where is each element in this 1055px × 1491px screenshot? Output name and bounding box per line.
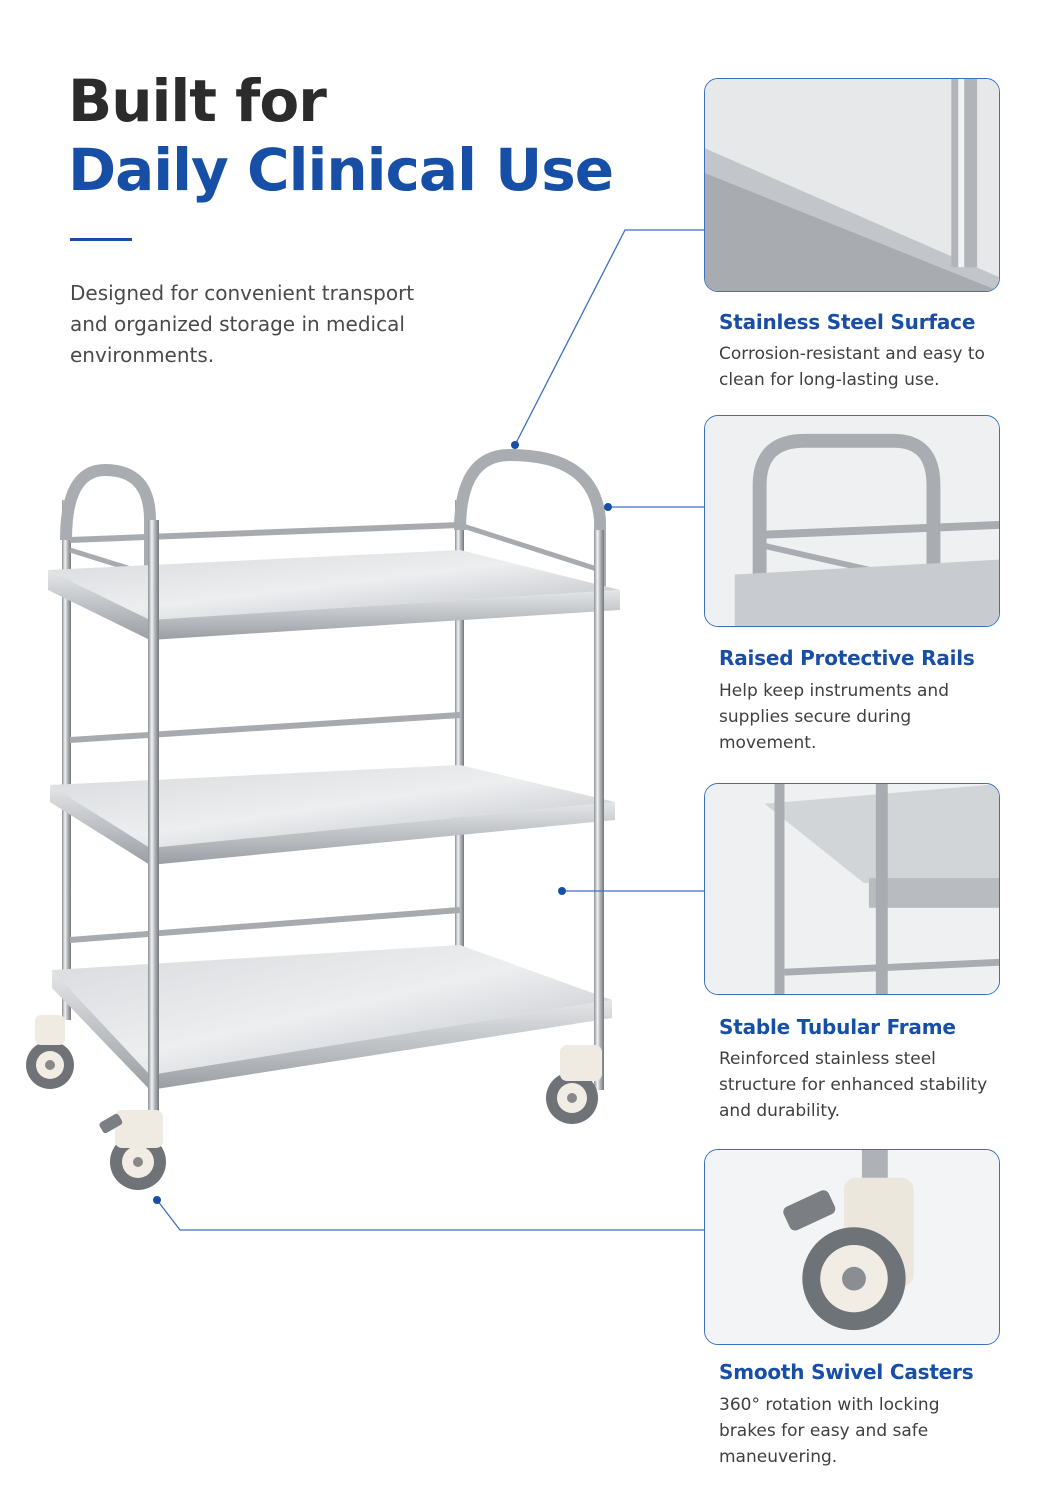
frame-closeup-icon xyxy=(705,784,999,994)
feature-image-protective-rails xyxy=(704,415,1000,627)
accent-divider xyxy=(70,238,132,241)
feature-title: Stable Tubular Frame xyxy=(719,1015,956,1039)
feature-description: 360° rotation with locking brakes for ea… xyxy=(719,1395,940,1467)
feature-title: Stainless Steel Surface xyxy=(719,310,976,334)
feature-title: Smooth Swivel Casters xyxy=(719,1360,974,1384)
page-title-line1: Built for xyxy=(68,67,327,135)
page-title: Built for Daily Clinical Use xyxy=(68,67,614,206)
feature-image-steel-surface xyxy=(704,78,1000,292)
feature-title: Raised Protective Rails xyxy=(719,646,975,670)
hero-description: Designed for convenient transport and or… xyxy=(70,281,415,367)
rail-closeup-icon xyxy=(705,416,999,626)
feature-image-swivel-casters xyxy=(704,1149,1000,1345)
feature-image-tubular-frame xyxy=(704,783,1000,995)
caster-closeup-icon xyxy=(705,1150,999,1344)
trolley-illustration xyxy=(26,448,620,1190)
feature-description: Corrosion-resistant and easy to clean fo… xyxy=(719,344,985,390)
page-title-line2: Daily Clinical Use xyxy=(68,136,614,204)
steel-surface-closeup-icon xyxy=(705,79,999,291)
feature-description: Reinforced stainless steel structure for… xyxy=(719,1049,988,1121)
feature-description: Help keep instruments and supplies secur… xyxy=(719,681,949,753)
